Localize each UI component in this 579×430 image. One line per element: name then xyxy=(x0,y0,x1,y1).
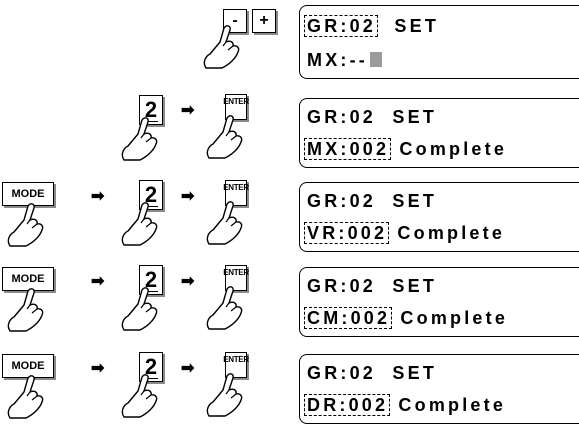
pressing-hand-icon xyxy=(7,203,44,247)
lcd-display-5: GR:02 SET DR:002 Complete xyxy=(299,354,579,424)
lcd-text: GR:02 SET xyxy=(307,107,438,127)
arrow-right-icon: ➡ xyxy=(181,360,195,377)
pressing-hand-icon xyxy=(206,115,243,159)
pressing-hand-icon xyxy=(203,25,240,69)
pressing-hand-icon xyxy=(206,201,243,245)
lcd-text: GR:02 SET xyxy=(307,191,438,211)
key-label: 2 xyxy=(143,181,159,207)
lcd-line-1: GR:02 SET xyxy=(304,15,440,37)
enter-key[interactable]: ENTER xyxy=(223,265,249,291)
arrow-right-icon: ➡ xyxy=(181,273,195,290)
lcd-line-1: GR:02 SET xyxy=(307,363,437,383)
lcd-text: GR:02 SET xyxy=(307,363,438,383)
key-label: 2 xyxy=(143,96,159,122)
arrow-right-icon: ➡ xyxy=(181,188,195,205)
lcd-segment-highlight: VR:002 xyxy=(304,222,390,244)
enter-key[interactable]: ENTER xyxy=(223,180,249,206)
pressing-hand-icon xyxy=(7,375,44,419)
arrow-right-icon: ➡ xyxy=(181,102,195,119)
lcd-segment-highlight: DR:002 xyxy=(304,394,391,416)
arrow-right-icon: ➡ xyxy=(91,188,105,205)
lcd-display-1: GR:02 SET MX:-- xyxy=(299,5,579,79)
arrow-right-icon: ➡ xyxy=(91,273,105,290)
lcd-text: Complete xyxy=(390,395,507,415)
lcd-segment-highlight: GR:02 xyxy=(304,15,379,37)
number-2-key[interactable]: 2 xyxy=(139,265,163,295)
enter-key[interactable]: ENTER xyxy=(223,352,249,378)
lcd-line-1: GR:02 SET xyxy=(307,191,437,211)
lcd-line-2: MX:-- xyxy=(307,50,382,70)
lcd-line-1: GR:02 SET xyxy=(307,276,437,296)
lcd-display-4: GR:02 SET CM:002 Complete xyxy=(299,267,579,337)
lcd-segment-highlight: MX:002 xyxy=(304,138,392,160)
pressing-hand-icon xyxy=(206,373,243,417)
lcd-display-2: GR:02 SET MX:002 Complete xyxy=(299,98,579,168)
lcd-cursor xyxy=(369,52,382,67)
pressing-hand-icon xyxy=(206,286,243,330)
key-label: 2 xyxy=(143,353,159,379)
pressing-hand-icon xyxy=(121,202,158,246)
pressing-hand-icon xyxy=(7,288,44,332)
lcd-line-2: CM:002 Complete xyxy=(304,307,509,329)
pressing-hand-icon xyxy=(121,374,158,418)
lcd-text: Complete xyxy=(392,308,509,328)
lcd-text: SET xyxy=(378,16,440,36)
lcd-line-2: DR:002 Complete xyxy=(304,394,507,416)
lcd-text: GR:02 SET xyxy=(307,276,438,296)
key-label: 2 xyxy=(143,266,159,292)
lcd-line-2: MX:002 Complete xyxy=(304,138,508,160)
mode-key[interactable]: MODE xyxy=(2,182,54,206)
lcd-display-3: GR:02 SET VR:002 Complete xyxy=(299,182,579,252)
lcd-segment-highlight: CM:002 xyxy=(304,307,393,329)
lcd-text: Complete xyxy=(391,139,508,159)
arrow-right-icon: ➡ xyxy=(91,360,105,377)
lcd-text: Complete xyxy=(389,223,506,243)
pressing-hand-icon xyxy=(121,117,158,161)
enter-key[interactable]: ENTER xyxy=(223,94,249,120)
pressing-hand-icon xyxy=(121,287,158,331)
lcd-line-2: VR:002 Complete xyxy=(304,222,506,244)
lcd-text: MX:-- xyxy=(307,50,368,70)
lcd-line-1: GR:02 SET xyxy=(307,107,437,127)
plus-key[interactable]: + xyxy=(252,9,276,33)
